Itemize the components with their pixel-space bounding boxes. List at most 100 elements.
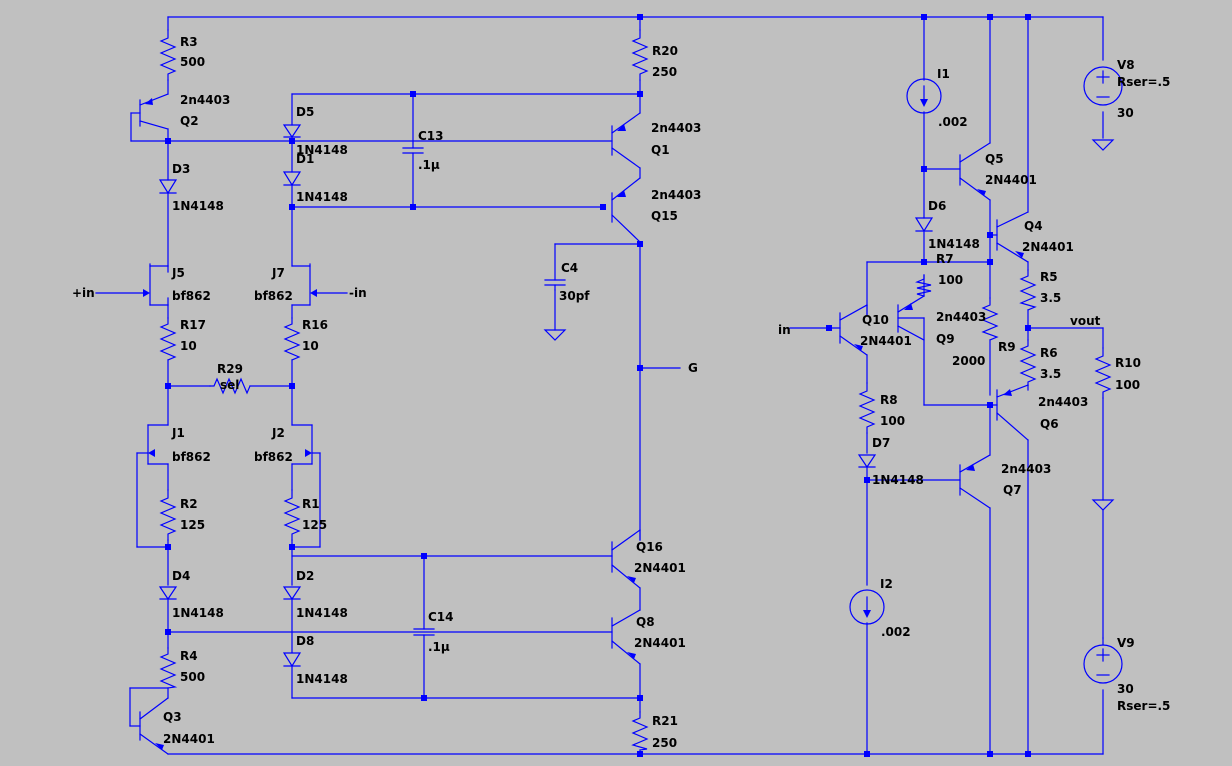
V8-name: V8: [1117, 58, 1135, 72]
J2-value: bf862: [254, 450, 293, 464]
R8-name: R8: [880, 393, 898, 407]
Q7-name: Q7: [1003, 483, 1022, 497]
D1-name: D1: [296, 152, 314, 166]
D4-value: 1N4148: [172, 606, 224, 620]
transistor-Q16: [611, 529, 641, 611]
resistor-R16: [283, 317, 301, 361]
Q16-value: 2N4401: [634, 561, 686, 575]
resistor-R2: [159, 489, 177, 541]
resistor-R10: [1094, 347, 1112, 399]
resistor-R7: [915, 274, 932, 297]
resistor-R29: [209, 377, 251, 395]
R1-value: 125: [302, 518, 327, 532]
C14-value: .1µ: [428, 640, 450, 654]
D5-name: D5: [296, 105, 314, 119]
Q9-value: 2n4403: [936, 310, 986, 324]
jfet-J2: [291, 424, 313, 465]
R5-name: R5: [1040, 270, 1058, 284]
wires: [95, 16, 1104, 755]
Q4-value: 2N4401: [1022, 240, 1074, 254]
Q3-name: Q3: [163, 710, 182, 724]
R3-name: R3: [180, 35, 198, 49]
jfet-J5: [143, 263, 169, 306]
J7-value: bf862: [254, 289, 293, 303]
R29-value: sel: [220, 378, 239, 392]
Q8-name: Q8: [636, 615, 655, 629]
resistor-R9: [981, 297, 999, 341]
Q6-name: Q6: [1040, 417, 1059, 431]
diode-D2: [282, 586, 302, 601]
capacitor-C14: [413, 628, 435, 636]
resistor-R1: [283, 489, 301, 541]
diode-D8: [282, 652, 302, 668]
R16-name: R16: [302, 318, 328, 332]
voltage-source-V8: [1083, 66, 1123, 106]
D3-name: D3: [172, 162, 190, 176]
C13-value: .1µ: [418, 158, 440, 172]
Q5-name: Q5: [985, 152, 1004, 166]
D5-value: 1N4148: [296, 143, 348, 157]
resistor-R20: [631, 29, 649, 81]
J7-name: J7: [271, 266, 285, 280]
R21-name: R21: [652, 714, 678, 728]
D8-value: 1N4148: [296, 672, 348, 686]
transistor-Q8: [611, 609, 641, 699]
Q15-name: Q15: [651, 209, 678, 223]
transistor-Q15: [611, 177, 641, 243]
Q6-value: 2n4403: [1038, 395, 1088, 409]
D3-value: 1N4148: [172, 199, 224, 213]
V9-value: 30: [1117, 682, 1134, 696]
transistor-Q3: [139, 697, 169, 755]
Q4-name: Q4: [1024, 219, 1043, 233]
D6-name: D6: [928, 199, 946, 213]
resistor-R8: [858, 382, 876, 434]
ground-symbol: [1091, 499, 1115, 511]
Q9-name: Q9: [936, 332, 955, 346]
G-label: G: [688, 361, 698, 375]
resistor-R5: [1019, 269, 1037, 311]
Q1-name: Q1: [651, 143, 670, 157]
D8-name: D8: [296, 634, 314, 648]
R5-value: 3.5: [1040, 291, 1061, 305]
C4-name: C4: [561, 261, 578, 275]
diode-D3: [158, 179, 178, 195]
D2-value: 1N4148: [296, 606, 348, 620]
D6-value: 1N4148: [928, 237, 980, 251]
D1-value: 1N4148: [296, 190, 348, 204]
transistor-Q2: [139, 93, 169, 130]
resistor-R21: [631, 711, 649, 751]
R9-value: 2000: [952, 354, 985, 368]
resistor-R4: [159, 647, 178, 689]
I2-name: I2: [880, 577, 893, 591]
R16-value: 10: [302, 339, 319, 353]
D4-name: D4: [172, 569, 190, 583]
ground-symbol: [1091, 139, 1115, 151]
C4-value: 30pf: [559, 289, 590, 303]
R17-value: 10: [180, 339, 197, 353]
R2-value: 125: [180, 518, 205, 532]
transistor-Q7: [959, 404, 991, 509]
R20-value: 250: [652, 65, 677, 79]
R9-name: R9: [998, 340, 1016, 354]
I1-value: .002: [938, 115, 968, 129]
transistor-Q5: [959, 142, 991, 201]
J1-name: J1: [171, 426, 185, 440]
minus-in-label: -in: [349, 286, 367, 300]
diode-D6: [914, 217, 934, 233]
D2-name: D2: [296, 569, 314, 583]
V8-value: 30: [1117, 106, 1134, 120]
diode-D1: [282, 171, 302, 187]
V9-param: Rser=.5: [1117, 699, 1170, 713]
J2-name: J2: [271, 426, 285, 440]
jfet-J7: [291, 263, 317, 306]
Q10-value: 2N4401: [860, 334, 912, 348]
capacitor-C4: [544, 279, 566, 291]
R3-value: 500: [180, 55, 205, 69]
current-source-I1: [906, 78, 942, 114]
plus-in-label: +in: [72, 286, 95, 300]
R8-value: 100: [880, 414, 905, 428]
transistor-Q10: [839, 304, 868, 356]
transistor-Q6: [996, 384, 1029, 441]
jfet-J1: [147, 424, 169, 465]
